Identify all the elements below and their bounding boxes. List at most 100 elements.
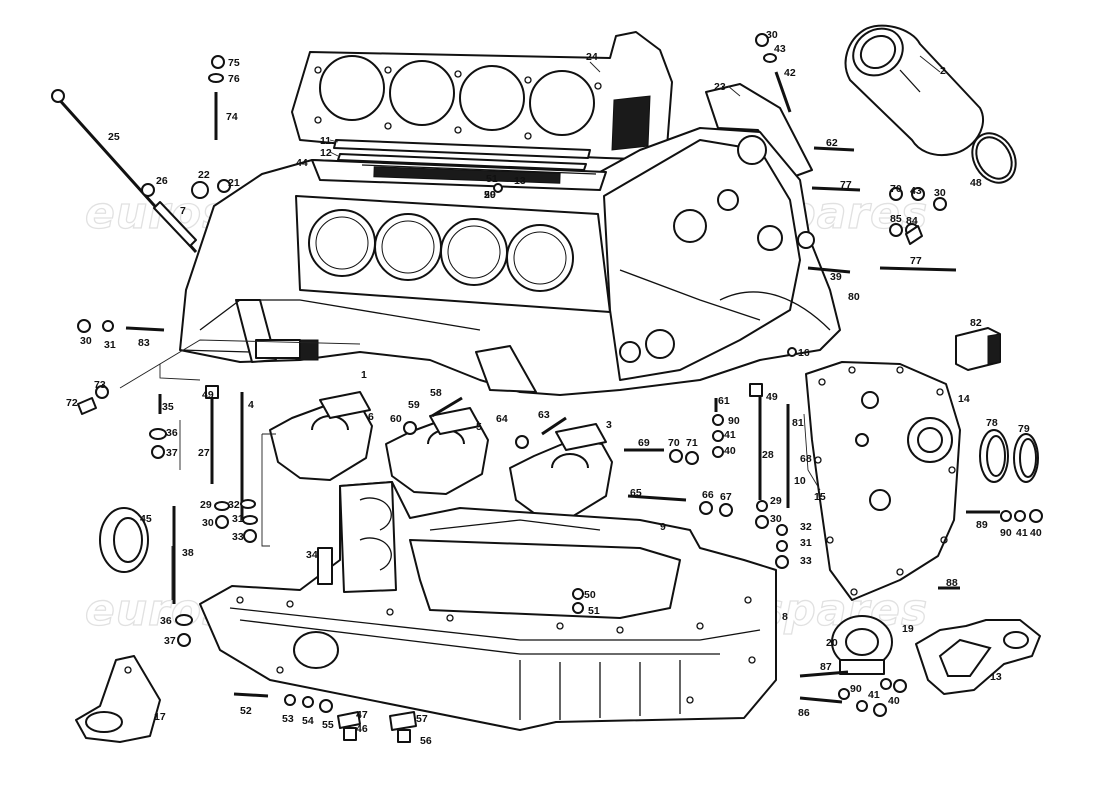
bearing-caps-illustration	[269, 391, 613, 519]
part-number-label: 28	[762, 449, 774, 461]
part-number-label: 26	[156, 175, 168, 187]
nuts-and-washers-illustration	[77, 33, 1043, 743]
part-number-label: 27	[198, 447, 210, 459]
part-number-label: 41	[724, 429, 736, 441]
part-number-label: 50	[484, 189, 496, 201]
part-number-label: 64	[496, 413, 508, 425]
part-number-label: 54	[302, 715, 314, 727]
timing-cover-illustration	[805, 361, 961, 601]
part-number-label: 16	[798, 347, 810, 359]
part-number-label: 49	[766, 391, 778, 403]
part-number-label: 77	[910, 255, 922, 267]
part-number-label: 29	[200, 499, 212, 511]
part-number-label: 63	[538, 409, 550, 421]
part-number-label: 17	[154, 711, 166, 723]
part-number-label: 14	[958, 393, 970, 405]
part-number-label: 25	[108, 131, 120, 143]
part-number-label: 80	[848, 291, 860, 303]
part-number-label: 62	[826, 137, 838, 149]
part-number-label: 59	[408, 399, 420, 411]
part-number-label: 73	[94, 379, 106, 391]
part-number-label: 3	[606, 419, 612, 431]
part-number-label: 22	[198, 169, 210, 181]
part-number-label: 51	[486, 173, 498, 185]
engine-mount-left-illustration	[75, 655, 161, 743]
part-number-label: 2	[940, 65, 946, 77]
part-number-label: 31	[232, 513, 244, 525]
part-number-label: 52	[240, 705, 252, 717]
plate-illustration	[955, 327, 1001, 371]
part-number-label: 29	[484, 189, 496, 201]
part-number-label: 75	[228, 57, 240, 69]
part-number-label: 51	[588, 605, 600, 617]
part-number-label: 53	[282, 713, 294, 725]
engine-mount-right-illustration	[915, 619, 1041, 695]
part-number-label: 69	[638, 437, 650, 449]
part-number-label: 40	[888, 695, 900, 707]
part-number-label: 42	[784, 67, 796, 79]
part-number-label: 78	[986, 417, 998, 429]
part-number-label: 55	[322, 719, 334, 731]
part-number-label: 40	[724, 445, 736, 457]
part-number-label: 36	[166, 427, 178, 439]
part-number-label: 34	[306, 549, 318, 561]
cylinder-liner-illustration	[844, 24, 1017, 184]
part-number-label: 90	[1000, 527, 1012, 539]
part-number-label: 10	[794, 475, 806, 487]
part-number-label: 30	[770, 513, 782, 525]
part-number-label: 43	[910, 185, 922, 197]
part-number-label: 4	[248, 399, 254, 411]
part-number-label: 8	[782, 611, 788, 623]
part-number-label: 38	[182, 547, 194, 559]
part-number-label: 30	[766, 29, 778, 41]
part-number-label: 21	[228, 177, 240, 189]
part-number-label: 65	[630, 487, 642, 499]
part-number-label: 30	[80, 335, 92, 347]
part-number-label: 13	[514, 175, 526, 187]
part-number-label: 71	[686, 437, 698, 449]
part-number-label: 70	[668, 437, 680, 449]
part-number-label: 41	[1016, 527, 1028, 539]
part-number-label: 67	[720, 491, 732, 503]
part-number-label: 46	[356, 723, 368, 735]
part-number-label: 50	[584, 589, 596, 601]
crank-seal-illustration	[831, 615, 893, 675]
part-number-label: 60	[390, 413, 402, 425]
part-number-label: 30	[202, 517, 214, 529]
part-number-label: 83	[138, 337, 150, 349]
part-number-label: 39	[830, 271, 842, 283]
part-number-label: 76	[228, 73, 240, 85]
part-number-label: 87	[820, 661, 832, 673]
part-number-label: 30	[934, 187, 946, 199]
part-number-label: 89	[976, 519, 988, 531]
leader-lines	[119, 55, 941, 600]
part-number-label: 9	[660, 521, 666, 533]
part-number-label: 43	[774, 43, 786, 55]
part-number-label: 61	[718, 395, 730, 407]
part-number-label: 12	[320, 147, 332, 159]
part-number-label: 47	[356, 709, 368, 721]
part-number-label: 44	[296, 157, 308, 169]
part-number-label: 5	[476, 421, 482, 433]
part-number-label: 37	[164, 635, 176, 647]
part-number-label: 32	[228, 499, 240, 511]
part-number-label: 56	[420, 735, 432, 747]
part-number-label: 32	[800, 521, 812, 533]
part-number-label: 84	[906, 215, 918, 227]
part-number-label: 35	[162, 401, 174, 413]
rear-seal-illustration	[99, 507, 149, 573]
part-number-label: 48	[970, 177, 982, 189]
part-number-label: 40	[1030, 527, 1042, 539]
part-number-label: 11	[320, 135, 331, 147]
part-number-label: 82	[970, 317, 982, 329]
part-number-label: 81	[792, 417, 804, 429]
part-number-label: 31	[800, 537, 812, 549]
part-number-label: 72	[66, 397, 78, 409]
studs-and-bolts-illustration	[51, 71, 1000, 704]
part-number-label: 13	[990, 671, 1002, 683]
part-number-label: 45	[140, 513, 152, 525]
part-number-label: 66	[702, 489, 714, 501]
part-number-label: 33	[800, 555, 812, 567]
oil-sump-illustration	[199, 481, 777, 731]
